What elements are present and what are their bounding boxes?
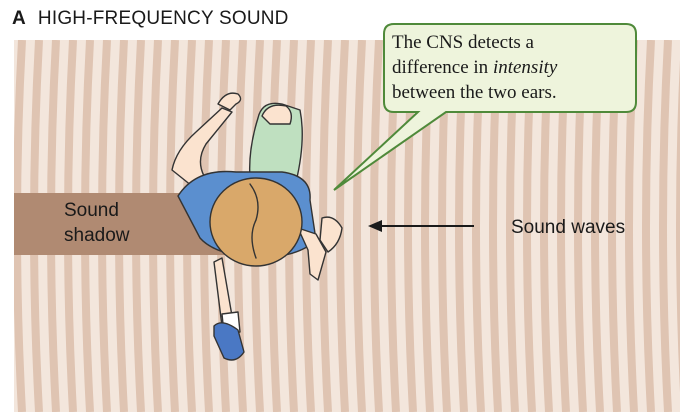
callout-line3: between the two ears. — [392, 82, 557, 103]
left-arm — [171, 107, 233, 187]
shadow-label-line1: Sound — [64, 200, 119, 221]
wave-stripe — [642, 40, 655, 412]
panel-letter: A — [12, 8, 26, 29]
left-hand — [217, 92, 242, 111]
head — [209, 177, 303, 267]
callout-line2-text: difference in — [392, 57, 493, 78]
shadow-label-line2: shadow — [64, 225, 130, 246]
sound-waves-label: Sound waves — [511, 217, 625, 238]
panel-heading: HIGH-FREQUENCY SOUND — [37, 8, 289, 29]
callout-line1: The CNS detects a — [392, 32, 534, 53]
leg — [261, 104, 293, 125]
callout-bubble — [333, 23, 637, 191]
wave-stripe — [353, 40, 366, 412]
wave-stripe — [659, 40, 672, 412]
sound-direction-arrow — [368, 220, 474, 232]
person-figure — [171, 92, 343, 361]
right-arm — [297, 227, 327, 281]
panel-title: A HIGH-FREQUENCY SOUND — [12, 8, 289, 30]
hair-part — [249, 183, 259, 259]
right-hand — [319, 216, 343, 253]
shoe — [213, 322, 245, 361]
callout-text: The CNS detects a difference in intensit… — [392, 30, 620, 105]
callout-emphasis: intensity — [492, 57, 558, 78]
callout-line2: difference in intensity — [392, 55, 620, 80]
